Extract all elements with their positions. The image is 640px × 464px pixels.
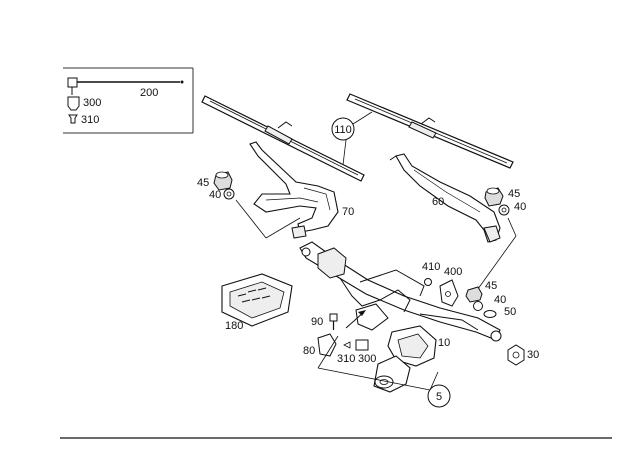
- terminal-310: [343, 341, 351, 349]
- callout-5: 5: [436, 391, 442, 403]
- wiper-arm-left: [249, 141, 339, 239]
- callout-40-mid: 40: [494, 294, 506, 306]
- callout-70: 70: [342, 206, 354, 218]
- callout-45-right: 45: [508, 188, 520, 200]
- seal-400: [439, 279, 459, 307]
- terminal-icon: [68, 114, 78, 124]
- callout-40-right: 40: [514, 201, 526, 213]
- wiper-arm-right: [389, 153, 501, 243]
- direction-arrow: [345, 310, 366, 329]
- bolt-90: [329, 313, 338, 330]
- callout-40-left: 40: [209, 189, 221, 201]
- callout-410: 410: [422, 261, 440, 273]
- cap-45-right: [484, 187, 504, 207]
- legend-connector-label: 300: [83, 97, 101, 109]
- callout-30: 30: [527, 349, 539, 361]
- callout-10: 10: [438, 337, 450, 349]
- wiper-motor: [373, 325, 437, 393]
- callout-60: 60: [432, 196, 444, 208]
- wire-icon: [67, 77, 184, 95]
- legend-box: 200 300 310: [63, 67, 194, 134]
- wiper-blade-right: [346, 93, 514, 169]
- wiper-blade-left: [201, 95, 365, 182]
- callout-90: 90: [311, 316, 323, 328]
- callout-110: 110: [331, 111, 373, 166]
- callout-180: 180: [225, 320, 243, 332]
- assembly-5-leader: 5: [317, 335, 451, 408]
- grommet-30: [507, 344, 525, 366]
- connector-icon: [67, 96, 80, 111]
- control-unit-180: [221, 273, 293, 327]
- nut-40-mid: [473, 301, 483, 311]
- cap-45-left: [213, 171, 233, 191]
- legend-terminal-label: 310: [81, 114, 99, 126]
- connector-300: [355, 339, 369, 351]
- legend-wire-label: 200: [140, 87, 158, 99]
- clip-410: [424, 278, 432, 286]
- callout-45-left: 45: [197, 177, 209, 189]
- wiper-linkage-frame: [299, 241, 502, 342]
- callout-300: 300: [358, 353, 376, 365]
- nut-40-right: [498, 204, 510, 216]
- nut-40-left: [223, 188, 235, 200]
- callout-110-label: 110: [334, 124, 352, 136]
- washer-50: [483, 310, 497, 318]
- callout-80: 80: [303, 345, 315, 357]
- bracket-80: [317, 333, 337, 357]
- cap-45-mid: [465, 286, 483, 303]
- callout-400: 400: [444, 266, 462, 278]
- callout-310: 310: [337, 353, 355, 365]
- callout-50: 50: [504, 306, 516, 318]
- callout-45-mid: 45: [485, 280, 497, 292]
